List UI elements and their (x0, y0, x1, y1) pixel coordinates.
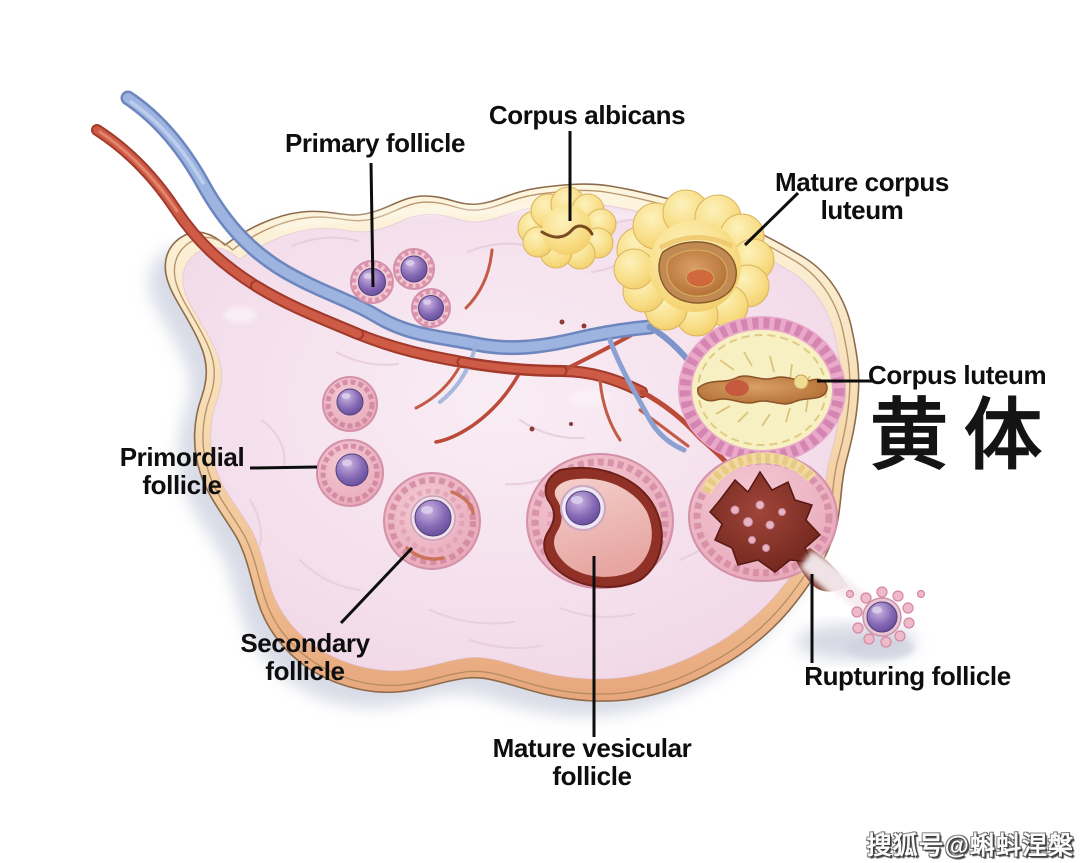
stroma-specks (529, 319, 587, 432)
primary-follicle-label-text: Primary follicle (284, 128, 466, 158)
corpus-luteum-structure (678, 316, 846, 464)
primary-follicle-structure (393, 248, 435, 290)
secondary-follicle-structure (383, 472, 481, 570)
secondary-follicle-label-line1: Secondary (240, 628, 370, 658)
mature-vesicular-follicle-label-line1: Mature vesicular (492, 733, 692, 763)
mature-vesicular-follicle-structure (526, 453, 674, 589)
rupturing-follicle-label: Rupturing follicle (800, 661, 1015, 691)
mature-corpus-luteum-label-line1: Mature corpus (775, 167, 949, 197)
primordial-follicle-label-line1: Primordial (119, 442, 245, 472)
corpus-luteum-chinese-annotation: 黄体 (869, 391, 1058, 479)
primordial-follicle-label: Primordial follicle (92, 442, 272, 500)
mature-corpus-luteum-structure (613, 189, 775, 337)
mature-corpus-luteum-label-line2: luteum (820, 194, 904, 225)
ovulation-spray (800, 550, 882, 626)
corpus-luteum-label: Corpus luteum (868, 360, 1058, 390)
rupturing-follicle-structure (688, 452, 848, 592)
primary-follicle-label: Primary follicle (280, 128, 470, 158)
stroma-swirls (249, 218, 725, 649)
mature-vesicular-follicle-label-line2: follicle (552, 760, 632, 791)
corpus-albicans-label-text: Corpus albicans (488, 100, 686, 130)
corpus-albicans-structure (517, 186, 617, 270)
watermark: 搜狐号@蝌蚪涅槃 (866, 832, 1074, 860)
mature-corpus-luteum-label: Mature corpus luteum (762, 167, 962, 225)
secondary-follicle-label: Secondary follicle (215, 628, 395, 686)
primary-follicle-structure (411, 288, 451, 328)
primordial-follicles (316, 376, 384, 507)
leader-lines (249, 131, 872, 737)
corpus-albicans-label: Corpus albicans (487, 100, 687, 130)
released-ovum (845, 586, 926, 660)
secondary-follicle-leader-line (339, 546, 414, 625)
primordial-follicle-leader-line (249, 465, 318, 470)
corpus-luteum-label-text: Corpus luteum (868, 360, 1047, 390)
primordial-follicle-structure (322, 376, 378, 432)
artery-overpass (250, 280, 568, 377)
primordial-follicle-label-line2: follicle (142, 469, 222, 500)
mature-vesicular-follicle-label: Mature vesicular follicle (472, 733, 712, 791)
primordial-follicle-structure (316, 439, 384, 507)
secondary-follicle-label-line2: follicle (265, 655, 345, 686)
primary-follicle-leader-line (369, 162, 375, 288)
mature-corpus-luteum-leader-line (743, 191, 800, 247)
rupturing-follicle-label-text: Rupturing follicle (804, 661, 1011, 691)
